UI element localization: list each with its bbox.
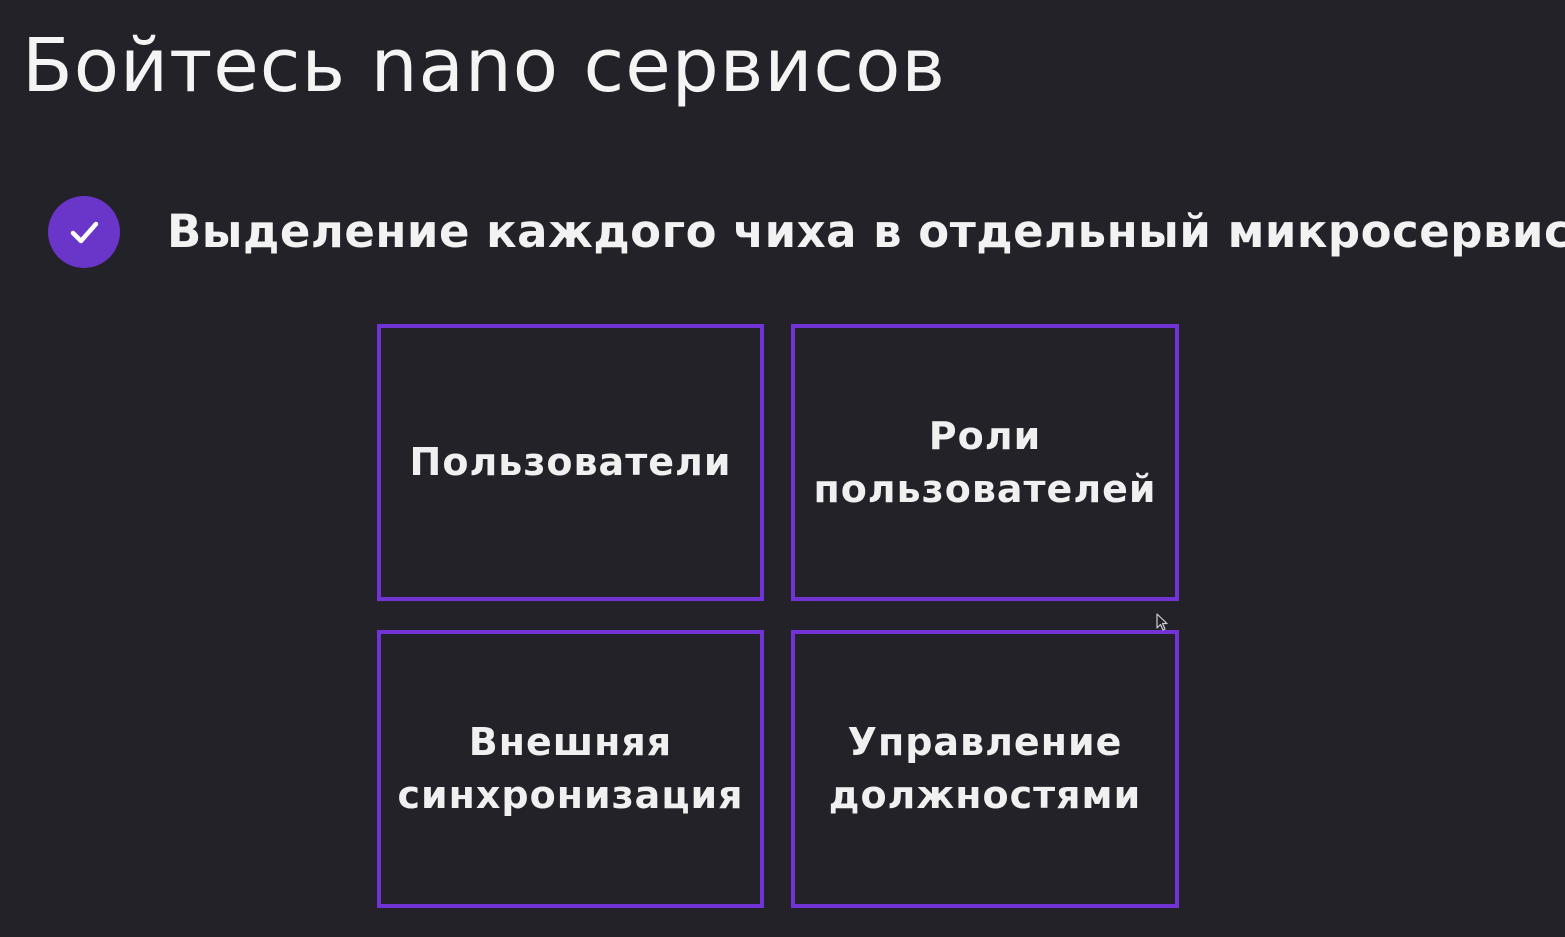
bullet-item: Выделение каждого чиха в отдельный микро…: [48, 196, 1565, 268]
service-box-label: Пользователи: [409, 440, 732, 484]
service-box-positions-management: Управление должностями: [791, 630, 1179, 908]
service-box-users: Пользователи: [377, 324, 764, 601]
service-box-label: Управление должностями: [828, 720, 1142, 817]
bullet-text: Выделение каждого чиха в отдельный микро…: [167, 205, 1565, 258]
checkmark-icon: [70, 221, 99, 244]
service-box-external-sync: Внешняя синхронизация: [377, 630, 764, 908]
service-box-label: Внешняя синхронизация: [397, 720, 744, 817]
mouse-cursor-icon: [1156, 613, 1168, 631]
service-box-label: Роли пользователей: [813, 413, 1157, 511]
slide-title: Бойтесь nano сервисов: [22, 23, 946, 109]
service-box-user-roles: Роли пользователей: [791, 324, 1179, 601]
check-circle-icon: [48, 196, 120, 268]
